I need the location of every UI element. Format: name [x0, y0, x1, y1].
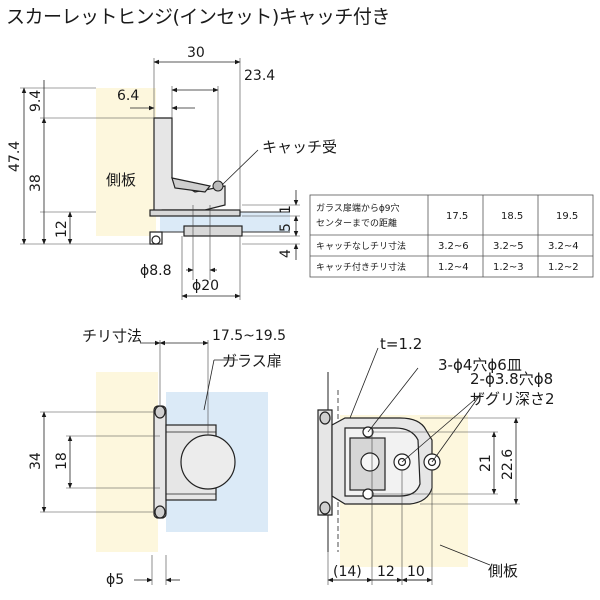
label-thickness: t=1.2 — [380, 335, 422, 353]
table-header-label-1: ガラス扉端からϕ9穴 — [316, 202, 399, 214]
hinge-body-top — [149, 117, 243, 245]
front-view-diagram: チリ寸法 17.5~19.5 ガラス扉 34 18 ϕ5 — [28, 327, 286, 588]
table-row-label: キャッチなしチリ寸法 — [316, 240, 406, 252]
label-holes-counterbore: 2-ϕ3.8穴ϕ8 — [470, 370, 553, 388]
table-cell: 1.2~3 — [493, 262, 524, 273]
dim-6-4: 6.4 — [117, 88, 139, 104]
dim-23-4: 23.4 — [244, 68, 275, 84]
table-cell: 3.2~5 — [493, 241, 524, 252]
dim-21: 21 — [478, 454, 494, 472]
table-cell: 1.2~4 — [438, 262, 469, 273]
chiri-table: ガラス扉端からϕ9穴 センターまでの距離 17.5 18.5 19.5 キャッチ… — [309, 194, 594, 278]
label-side-panel-side: 側板 — [488, 562, 518, 580]
table-row-label: キャッチ付きチリ寸法 — [316, 261, 406, 273]
label-counterbore-depth: ザグリ深さ2 — [470, 390, 555, 408]
top-view-diagram: 30 23.4 6.4 47.4 38 9.4 12 1 5 4 ϕ8.8 ϕ2… — [7, 45, 337, 300]
table-header-label-2: センターまでの距離 — [316, 217, 397, 229]
dim-17-5-19-5: 17.5~19.5 — [212, 328, 286, 344]
label-chiri-dimension: チリ寸法 — [82, 327, 142, 345]
dim-47-4: 47.4 — [7, 141, 23, 172]
dim-18: 18 — [54, 452, 70, 470]
hinge-side — [317, 409, 441, 516]
side-panel-area — [96, 88, 156, 236]
dim-4: 4 — [278, 249, 294, 258]
dim-phi5: ϕ5 — [106, 572, 124, 588]
dim-30: 30 — [187, 45, 205, 61]
label-holes-countersink: 3-ϕ4穴ϕ6皿 — [438, 356, 522, 374]
label-catch-receiver: キャッチ受 — [262, 138, 337, 156]
dim-phi20: ϕ20 — [192, 278, 219, 294]
side-panel-area-front — [96, 372, 158, 552]
dim-38: 38 — [28, 174, 44, 192]
dim-10: 10 — [407, 564, 425, 580]
dim-9-4: 9.4 — [28, 90, 44, 112]
label-side-panel-top: 側板 — [106, 171, 136, 189]
table-header-18-5: 18.5 — [501, 211, 523, 222]
dim-34: 34 — [28, 452, 44, 470]
dim-12-side: 12 — [377, 564, 395, 580]
table-header-17-5: 17.5 — [446, 211, 468, 222]
dim-22-6: 22.6 — [500, 449, 516, 480]
label-glass-door: ガラス扉 — [222, 352, 282, 370]
side-view-diagram: 21 22.6 (14) 12 10 t=1.2 3-ϕ4穴ϕ6皿 2-ϕ3.8… — [317, 335, 555, 585]
hinge-front — [153, 405, 236, 519]
table-cell: 3.2~6 — [438, 241, 469, 252]
dim-12: 12 — [54, 220, 70, 238]
dim-14: (14) — [333, 564, 362, 580]
page-title: スカーレットヒンジ(インセット)キャッチ付き — [6, 6, 390, 28]
table-cell: 1.2~2 — [548, 262, 579, 273]
table-cell: 3.2~4 — [548, 241, 579, 252]
dim-5: 5 — [278, 223, 294, 232]
table-header-19-5: 19.5 — [556, 211, 578, 222]
catch-receiver — [212, 180, 224, 192]
dim-phi8-8: ϕ8.8 — [140, 263, 172, 279]
dim-1: 1 — [278, 205, 294, 214]
